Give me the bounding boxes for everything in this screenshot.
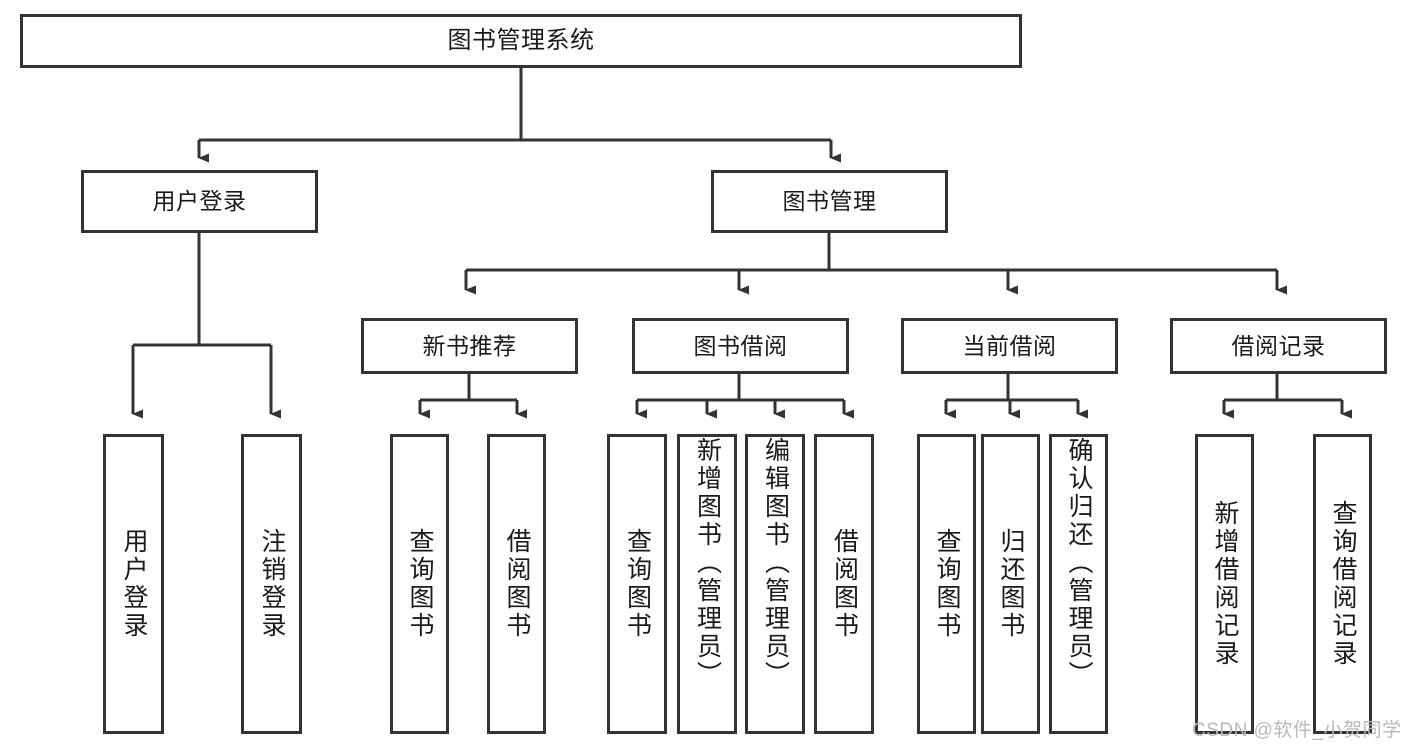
leaf-current-borrow-return[interactable]: 归还图书 [981, 434, 1040, 734]
node-label: 用户登录 [152, 188, 247, 215]
node-new-book-recommend[interactable]: 新书推荐 [361, 318, 578, 374]
leaf-book-borrow-query[interactable]: 查询图书 [607, 434, 667, 734]
leaf-user-login-login[interactable]: 用户登录 [103, 434, 164, 734]
node-label: 图书管理 [782, 188, 877, 215]
leaf-book-borrow-add[interactable]: 新增图书（管理员） [677, 434, 737, 734]
node-label: 查询借阅记录 [1329, 500, 1357, 668]
node-label: 新书推荐 [422, 332, 517, 359]
node-current-borrow[interactable]: 当前借阅 [901, 318, 1118, 374]
node-label: 归还图书 [997, 528, 1025, 640]
node-label: 借阅图书 [503, 528, 531, 640]
node-label: 注销登录 [258, 528, 286, 640]
node-label: 查询图书 [623, 528, 652, 640]
leaf-user-login-logout[interactable]: 注销登录 [241, 434, 302, 734]
node-label: 借阅记录 [1231, 332, 1326, 359]
node-root-system[interactable]: 图书管理系统 [20, 14, 1022, 68]
node-label: 编辑图书（管理员） [761, 437, 790, 689]
node-label: 借阅图书 [830, 528, 859, 640]
leaf-borrow-record-add[interactable]: 新增借阅记录 [1195, 434, 1254, 734]
node-label: 确认归还（管理员） [1065, 437, 1093, 689]
node-book-management[interactable]: 图书管理 [711, 170, 948, 233]
leaf-current-borrow-query[interactable]: 查询图书 [917, 434, 976, 734]
node-label: 新增借阅记录 [1211, 500, 1239, 668]
leaf-borrow-record-query[interactable]: 查询借阅记录 [1313, 434, 1372, 734]
leaf-book-borrow-edit[interactable]: 编辑图书（管理员） [745, 434, 805, 734]
node-user-login[interactable]: 用户登录 [81, 170, 318, 233]
node-label: 当前借阅 [962, 332, 1057, 359]
leaf-new-book-borrow[interactable]: 借阅图书 [487, 434, 546, 734]
node-label: 查询图书 [406, 528, 434, 640]
watermark-text: CSDN @软件_小贺同学 [1192, 720, 1402, 741]
leaf-new-book-query[interactable]: 查询图书 [390, 434, 449, 734]
node-borrow-record[interactable]: 借阅记录 [1170, 318, 1387, 374]
leaf-current-borrow-confirm-return[interactable]: 确认归还（管理员） [1049, 434, 1108, 734]
node-label: 图书管理系统 [447, 27, 595, 55]
node-book-borrow[interactable]: 图书借阅 [632, 318, 849, 374]
leaf-book-borrow-borrow[interactable]: 借阅图书 [814, 434, 874, 734]
node-label: 图书借阅 [693, 332, 788, 359]
node-label: 查询图书 [933, 528, 961, 640]
node-label: 新增图书（管理员） [693, 437, 722, 689]
node-label: 用户登录 [120, 528, 148, 640]
